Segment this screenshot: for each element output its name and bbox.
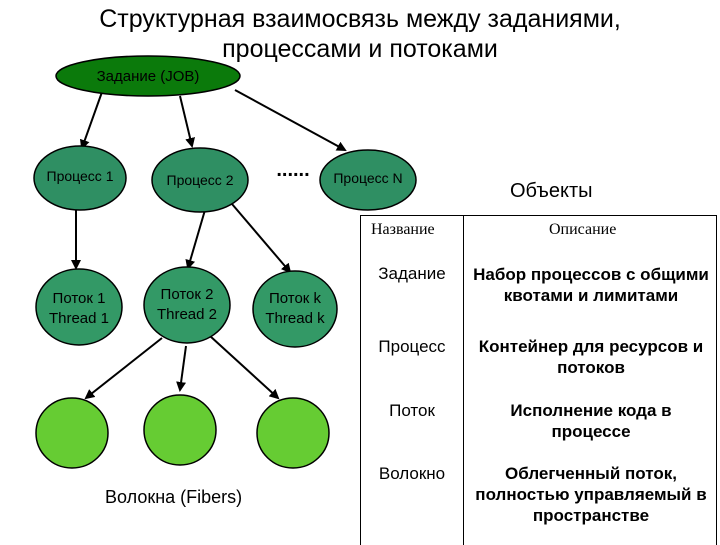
row-1-name: Задание	[378, 264, 446, 283]
row-1-desc: Набор процессов с общими квотами и лимит…	[473, 265, 709, 305]
arrow-thread-2-fiber-2	[176, 345, 187, 392]
arrow-job-process-n	[234, 89, 347, 151]
process-node-n	[319, 149, 417, 211]
objects-table: Название Описание Задание Набор процессо…	[360, 215, 717, 545]
table-top-border	[361, 215, 716, 216]
row-2-desc: Контейнер для ресурсов и потоков	[478, 337, 704, 377]
row-3-desc: Исполнение кода в процессе	[510, 401, 672, 441]
title-line-1: Структурная взаимосвязь между заданиями,	[99, 5, 621, 33]
row-4-name: Волокно	[378, 464, 446, 483]
header-name: Название	[371, 221, 435, 238]
header-desc: Описание	[549, 221, 617, 238]
arrow-process-2-thread-2	[185, 209, 206, 270]
arrow-thread-2-fiber-3	[209, 335, 280, 400]
fiber-node-1	[35, 397, 109, 469]
arrow-job-process-1	[79, 91, 103, 150]
thread-node-2	[143, 266, 231, 344]
process-node-2	[151, 147, 249, 213]
row-4-desc: Облегченный поток, полностью управляемый…	[475, 464, 707, 525]
table-column-divider	[463, 215, 464, 545]
thread-node-k	[252, 270, 338, 348]
objects-caption: Объекты	[510, 180, 593, 202]
arrow-process-2-thread-k	[231, 203, 292, 274]
job-node	[55, 55, 241, 97]
thread-node-1	[35, 268, 123, 346]
arrow-job-process-2	[179, 95, 195, 148]
fiber-node-3	[256, 397, 330, 469]
row-2-name: Процесс	[378, 337, 446, 356]
title-line-2: процессами и потоками	[222, 35, 498, 63]
diagram-title: Структурная взаимосвязь между заданиями,…	[0, 4, 720, 64]
process-node-1	[33, 145, 127, 211]
fibers-caption: Волокна (Fibers)	[105, 487, 243, 507]
arrow-thread-2-fiber-1	[84, 337, 163, 400]
row-3-name: Поток	[389, 401, 435, 420]
fiber-node-2	[143, 394, 217, 466]
